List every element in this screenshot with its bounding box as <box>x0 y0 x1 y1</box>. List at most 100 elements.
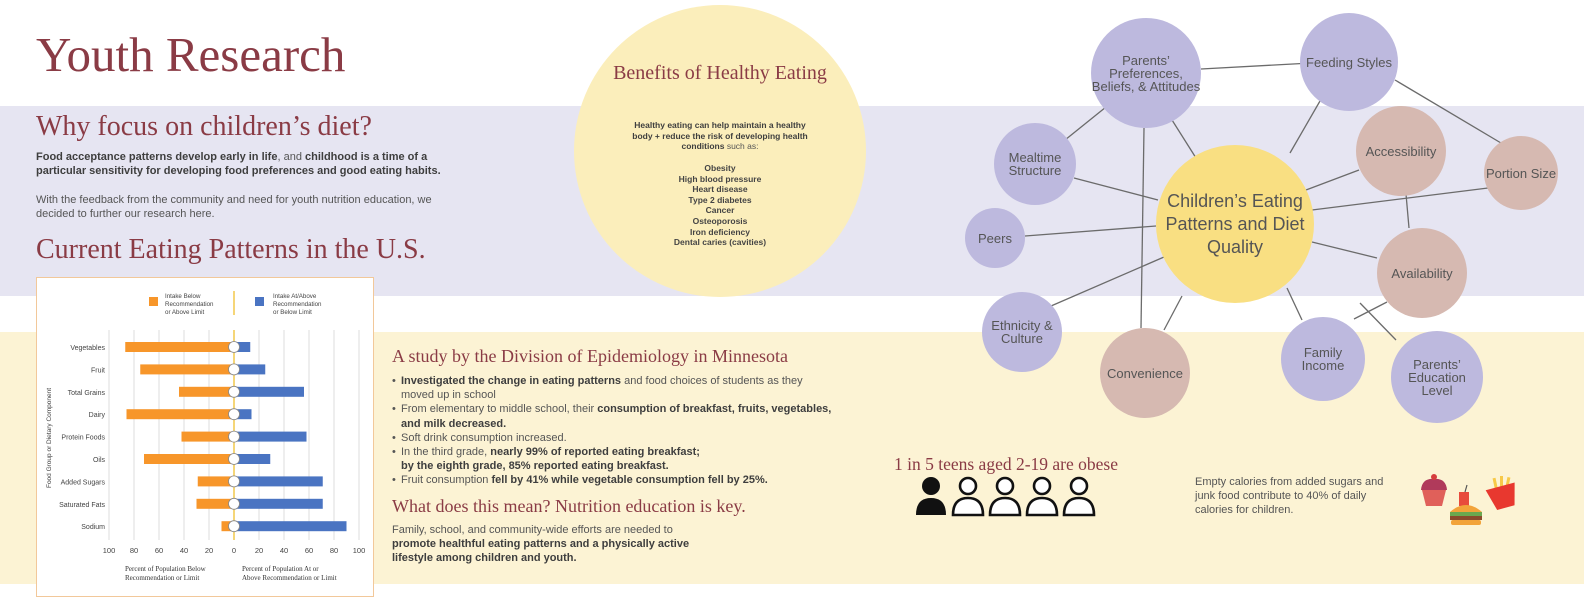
connector-line <box>1050 256 1165 307</box>
study-b2-bold: consumption of breakfast, fruits, vegeta… <box>401 403 832 430</box>
person-icon <box>1062 476 1096 517</box>
food-group-icon <box>228 475 240 488</box>
tick-label: 40 <box>180 546 188 555</box>
connector-line <box>1163 295 1183 331</box>
why-bold-1: Food acceptance patterns develop early i… <box>36 151 278 163</box>
x-axis-label-right: Above Recommendation or Limit <box>242 574 337 582</box>
node-accessibility: Accessibility <box>1356 106 1446 196</box>
study-b1-bold: Investigated the change in eating patter… <box>401 375 622 387</box>
node-convenience: Convenience <box>1100 328 1190 418</box>
bar-below <box>125 342 234 352</box>
list-item: Heart disease <box>692 184 748 195</box>
tick-label: 60 <box>305 546 313 555</box>
bar-above <box>234 342 251 352</box>
empty-calories-text: Empty calories from added sugars and jun… <box>1195 476 1384 517</box>
meaning-text: Family, school, and community-wide effor… <box>392 523 712 566</box>
bar-below <box>144 454 234 464</box>
category-label: Added Sugars <box>61 479 106 486</box>
cupcake-icon <box>1421 474 1447 506</box>
study-b2-head: From elementary to middle school, their <box>401 403 598 416</box>
tick-label: 100 <box>353 546 366 555</box>
legend-label-below: or Above Limit <box>165 309 204 316</box>
food-icons <box>1421 474 1515 525</box>
bar-below <box>197 476 234 487</box>
x-axis-label-left: Percent of Population Below <box>125 565 207 573</box>
legend-label-above: Recommendation <box>273 301 322 308</box>
connector-line <box>1353 301 1388 320</box>
benefits-intro-tail: such as: <box>724 141 759 152</box>
why-text-1: , and <box>277 151 305 163</box>
benefits-intro: Healthy eating can help maintain a healt… <box>630 120 810 152</box>
why-heading: Why focus on children’s diet? <box>36 111 372 142</box>
fries-icon <box>1485 476 1515 510</box>
connector-line <box>1073 177 1159 201</box>
food-group-icon <box>228 363 240 376</box>
node-parents-preferences: Parents’ Preferences, Beliefs, & Attitud… <box>1091 18 1201 128</box>
category-label: Saturated Fats <box>59 502 105 509</box>
study-b4-head: In the third grade, <box>401 446 491 459</box>
food-group-icon <box>228 430 240 443</box>
food-group-icon <box>228 341 240 353</box>
category-label: Dairy <box>89 412 106 419</box>
people-icons <box>916 476 1096 517</box>
bar-below <box>179 386 234 397</box>
bar-above <box>234 476 323 487</box>
benefits-title: Benefits of Healthy Eating <box>613 62 827 84</box>
list-item: Fruit consumption fell by 41% while vege… <box>392 473 832 487</box>
legend-swatch-below <box>149 297 158 306</box>
network-connectors <box>1024 60 1502 341</box>
food-group-icon <box>228 385 240 398</box>
connector-line <box>1305 169 1360 191</box>
person-icon <box>916 477 946 515</box>
bar-above <box>234 386 304 397</box>
person-icon <box>988 476 1022 517</box>
connector-line <box>1064 106 1107 141</box>
benefits-intro-bold: Healthy eating can help maintain a healt… <box>632 120 808 152</box>
influence-network: Parents’ Preferences, Beliefs, & Attitud… <box>940 0 1584 440</box>
tick-label: 80 <box>330 546 338 555</box>
list-item: Soft drink consumption increased. <box>392 431 832 445</box>
bar-below <box>221 521 234 532</box>
category-label: Protein Foods <box>61 435 105 442</box>
study-b5-bold: fell by 41% while vegetable consumption … <box>491 474 768 487</box>
bar-above <box>234 364 266 375</box>
node-availability: Availability <box>1377 228 1467 318</box>
meaning-text-bold: promote healthful eating patterns and a … <box>392 538 690 565</box>
bar-above <box>234 409 252 420</box>
food-group-icon <box>228 453 240 465</box>
list-item: Iron deficiency <box>690 226 750 237</box>
node-family-income: Family Income <box>1281 317 1365 401</box>
list-item: In the third grade, nearly 99% of report… <box>392 445 832 473</box>
legend-label-below: Recommendation <box>165 301 214 308</box>
tick-label: 0 <box>232 546 236 555</box>
why-paragraph-1: Food acceptance patterns develop early i… <box>36 150 466 178</box>
benefits-list: Obesity High blood pressure Heart diseas… <box>630 163 810 248</box>
tick-label: 20 <box>255 546 263 555</box>
connector-line <box>1289 100 1321 154</box>
list-item: Investigated the change in eating patter… <box>392 374 832 402</box>
study-heading: A study by the Division of Epidemiology … <box>392 346 788 366</box>
node-ethnicity-culture: Ethnicity & Culture <box>982 292 1062 372</box>
tick-label: 20 <box>205 546 213 555</box>
why-paragraph-2: With the feedback from the community and… <box>36 194 432 220</box>
category-label: Oils <box>93 457 106 464</box>
food-group-icon <box>228 408 240 421</box>
meaning-heading: What does this mean? Nutrition education… <box>392 496 746 516</box>
list-item: High blood pressure <box>678 173 762 184</box>
bar-above <box>234 454 271 464</box>
list-item: Obesity <box>704 163 736 173</box>
page-title: Youth Research <box>36 27 346 82</box>
x-axis-label-right: Percent of Population At or <box>242 565 319 573</box>
list-item: From elementary to middle school, their … <box>392 402 832 430</box>
connector-line <box>1394 79 1502 144</box>
connector-line <box>1311 187 1489 211</box>
list-item: Type 2 diabetes <box>688 194 752 205</box>
node-center-diet-quality: Children’s Eating Patterns and Diet Qual… <box>1156 145 1314 303</box>
tick-label: 80 <box>130 546 138 555</box>
bar-above <box>234 498 323 509</box>
meaning-text-head: Family, school, and community-wide effor… <box>392 524 673 536</box>
node-peers: Peers <box>965 208 1025 268</box>
obesity-statistic: 1 in 5 teens aged 2-19 are obese <box>893 454 1118 474</box>
